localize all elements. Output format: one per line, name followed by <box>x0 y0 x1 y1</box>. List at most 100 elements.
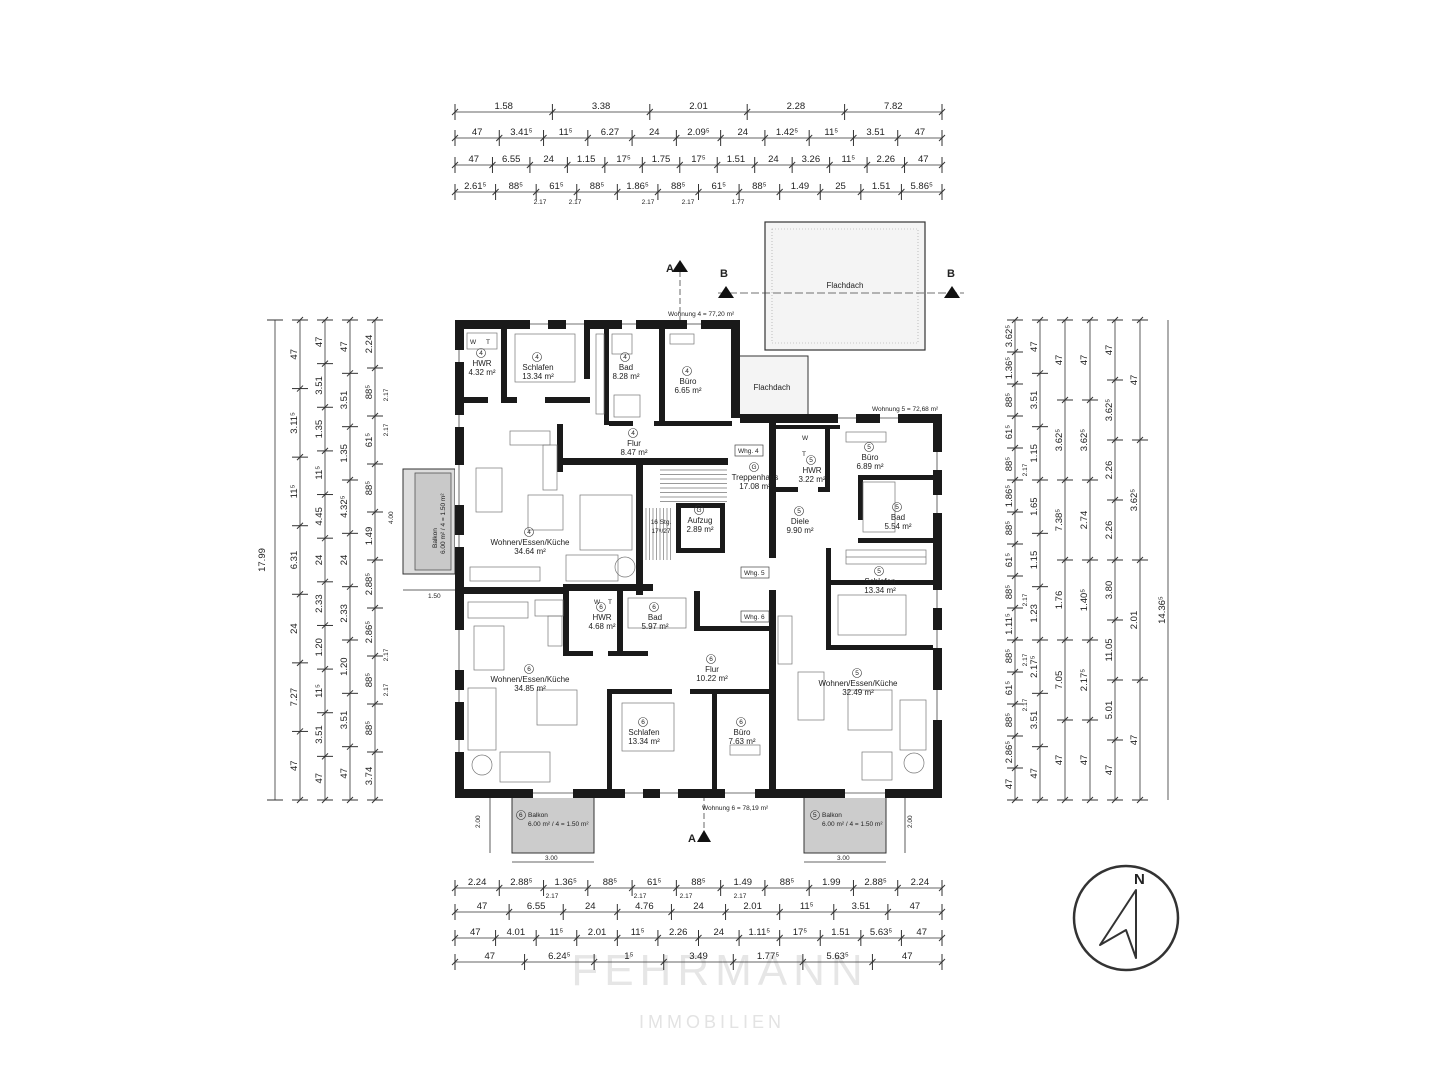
room-treppenhaus-area: 17.08 m² <box>739 482 771 491</box>
top-dim-r3-5: 88⁵ <box>671 181 686 192</box>
building-walls <box>455 320 942 798</box>
balcony-bottom-left-label: Balkon <box>528 812 548 819</box>
balcony-bottom-right-width: 3.00 <box>837 855 850 862</box>
top-dim-r3-0: 2.61⁵ <box>464 181 486 192</box>
right-dim-c1-14: 47 <box>1004 779 1015 790</box>
washer-label-4: W <box>470 339 477 346</box>
balcony-bottom-right-height: 2.00 <box>907 815 914 828</box>
room-treppenhaus-name: Treppenhaus <box>732 473 779 482</box>
top-dim-sub-4: 1.77 <box>732 199 745 206</box>
left-dim-c1-5: 7.27 <box>289 688 300 707</box>
left-dim-c1-4: 24 <box>289 623 300 634</box>
top-dim-sub-0: 2.17 <box>534 199 547 206</box>
room-buero4-num: 4 <box>685 368 689 375</box>
balcony-bottom-left-height: 2.00 <box>475 815 482 828</box>
room-hwr6-num: 6 <box>599 604 603 611</box>
room-bad4-name: Bad <box>619 363 633 372</box>
top-dim-r3-6: 61⁵ <box>712 181 727 192</box>
balcony-bottom-right: 5 Balkon 6.00 m² / 4 = 1.50 m² 3.00 2.00 <box>803 795 914 863</box>
left-dim-c1-0: 47 <box>289 349 300 360</box>
left-dim-c2-4: 4.45 <box>314 507 325 526</box>
bottom-dim-r3-6: 24 <box>714 927 725 938</box>
right-dim-c1-11: 61⁵ <box>1004 681 1015 696</box>
left-dim-sub-3: 2.17 <box>383 683 390 696</box>
right-dim-c2-7: 3.51 <box>1029 711 1040 730</box>
washer-dryer-labels: W T W T W T <box>470 339 809 606</box>
room-bad4-area: 8.28 m² <box>612 372 639 381</box>
top-dim-r2-7: 1.51 <box>727 154 746 165</box>
right-dim-c1-6: 88⁵ <box>1004 521 1015 536</box>
room-wohnen5-num: 5 <box>855 670 859 677</box>
top-dim-sub-2: 2.17 <box>642 199 655 206</box>
section-marker-b: B B <box>718 268 964 298</box>
room-treppenhaus-marker <box>749 462 759 472</box>
room-wohnen5-marker <box>852 668 862 678</box>
room-hwr6-name: HWR <box>592 613 611 622</box>
bottom-dim-r1-4: 61⁵ <box>647 877 662 888</box>
bottom-dim-r2-3: 4.76 <box>635 901 654 912</box>
section-marker-a-top: A <box>666 260 688 320</box>
left-dim-c2-5: 24 <box>314 555 325 566</box>
bottom-dim-r1-9: 2.88⁵ <box>864 877 886 888</box>
room-bad6-area: 5.97 m² <box>641 622 668 631</box>
room-hwr5-area: 3.22 m² <box>798 475 825 484</box>
balcony-bottom-right-label: Balkon <box>822 812 842 819</box>
room-schlafen6-num: 6 <box>641 719 645 726</box>
flachdach-small-label: Flachdach <box>754 383 791 392</box>
left-dim-c3-0: 47 <box>339 341 350 352</box>
left-dim-c4-7: 88⁵ <box>364 673 375 688</box>
section-a-bottom-label: A <box>688 833 696 845</box>
bottom-dim-r2-1: 6.55 <box>527 901 546 912</box>
room-hwr4-marker <box>476 348 486 358</box>
left-dim-c4-4: 1.49 <box>364 527 375 546</box>
right-dim-c2-1: 3.51 <box>1029 391 1040 410</box>
watermark: FEHRMANN IMMOBILIEN <box>571 946 862 1032</box>
room-wohnen4-name: Wohnen/Essen/Küche <box>490 538 570 547</box>
dryer-label-5: T <box>802 451 806 458</box>
top-dim-r1-1: 3.41⁵ <box>510 127 532 138</box>
top-dim-r0-1: 3.38 <box>592 101 611 112</box>
left-dim-c2-1: 3.51 <box>314 376 325 395</box>
right-dim-c1-9: 1.11⁵ <box>1004 613 1015 635</box>
unit-4-label: Wohnung 4 = 77,20 m² <box>668 311 735 318</box>
bottom-dim-r2-4: 24 <box>693 901 704 912</box>
unit-5-label: Wohnung 5 = 72,68 m² <box>872 406 939 413</box>
right-dim-c5-7: 47 <box>1104 765 1115 776</box>
room-flur4-name: Flur <box>627 439 641 448</box>
bottom-dim-r2-8: 47 <box>910 901 921 912</box>
top-dim-r3-1: 88⁵ <box>509 181 524 192</box>
room-buero4-name: Büro <box>680 377 697 386</box>
room-diele5-num: 5 <box>797 508 801 515</box>
bottom-dim-r1-6: 1.49 <box>734 877 753 888</box>
room-hwr4-name: HWR <box>472 359 491 368</box>
room-wohnen5-area: 32.49 m² <box>842 688 874 697</box>
left-dim-c4-9: 3.74 <box>364 767 375 786</box>
room-diele5-marker <box>794 506 804 516</box>
room-bad5-name: Bad <box>891 513 905 522</box>
bottom-dim-r3-1: 4.01 <box>507 927 526 938</box>
balcony-left-label: Balkon <box>432 528 439 548</box>
left-dim-c2-2: 1.35 <box>314 420 325 439</box>
balcony-bottom-left: 6 Balkon 6.00 m² / 4 = 1.50 m² 3.00 2.00 <box>475 795 595 863</box>
top-dim-r0-3: 2.28 <box>787 101 806 112</box>
room-schlafen6-marker <box>638 717 648 727</box>
bottom-dim-r1-1: 2.88⁵ <box>510 877 532 888</box>
room-aufzug-num: G <box>696 507 701 514</box>
bottom-dim-r4-0: 47 <box>484 951 495 962</box>
balcony-left: Balkon 6.00 m² / 4 = 1.50 m² 4.00 1.50 <box>388 468 456 600</box>
bottom-dim-r1-3: 88⁵ <box>603 877 618 888</box>
bottom-dim-r3-10: 5.63⁵ <box>870 927 892 938</box>
room-hwr4-area: 4.32 m² <box>468 368 495 377</box>
left-dim-c4-5: 2.88⁵ <box>364 573 375 595</box>
top-dim-r3-3: 88⁵ <box>590 181 605 192</box>
bottom-dim-sub-3: 2.17 <box>734 893 747 900</box>
section-a-top-label: A <box>666 263 674 275</box>
room-flur6-area: 10.22 m² <box>696 674 728 683</box>
